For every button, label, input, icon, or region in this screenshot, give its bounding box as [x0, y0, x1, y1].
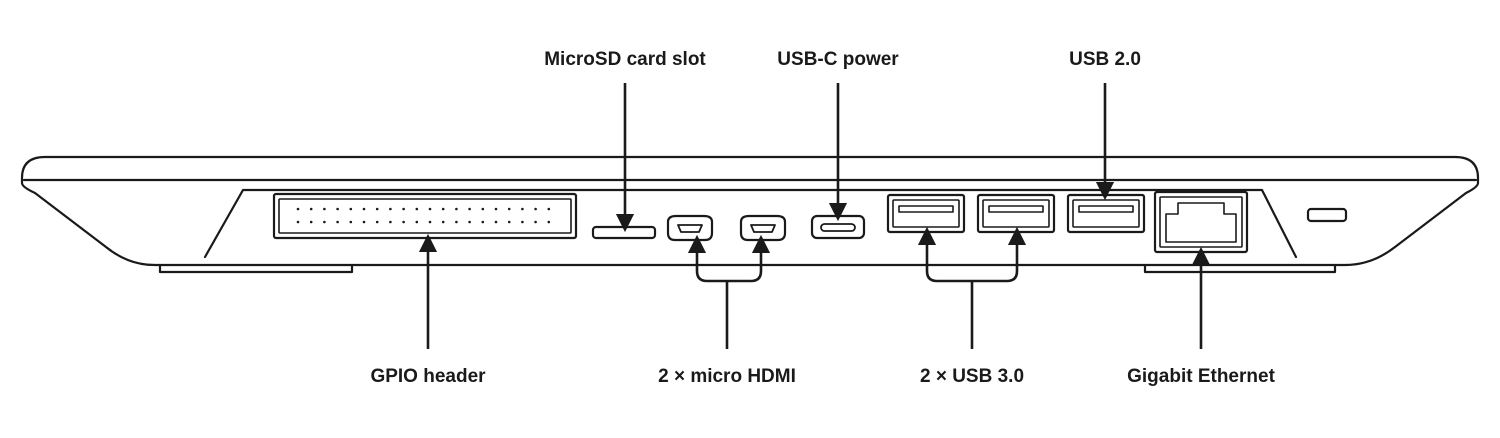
gpio-pin: [375, 220, 379, 224]
gpio-pin: [415, 220, 419, 224]
gpio-pin: [362, 220, 366, 224]
gpio-pin: [296, 220, 300, 224]
gpio-header: [272, 192, 578, 240]
gpio-pin: [323, 207, 326, 211]
usb-c-port: [810, 214, 866, 240]
gpio-pin: [428, 220, 432, 224]
label-gpio-header: GPIO header: [370, 366, 486, 387]
gpio-pin: [455, 220, 458, 224]
gpio-pin: [336, 207, 339, 211]
gpio-pin: [309, 207, 313, 211]
microsd-slot: [591, 225, 657, 240]
ethernet-port: [1153, 190, 1249, 254]
port-bezel: [203, 188, 1298, 259]
gpio-pin: [521, 220, 524, 224]
gpio-pin: [481, 207, 485, 211]
label-microsd: MicroSD card slot: [544, 49, 706, 70]
micro-hdmi-port-2: [739, 214, 787, 242]
usb3-port-1: [886, 193, 966, 234]
gpio-pin: [547, 220, 551, 224]
gpio-pin: [389, 207, 392, 211]
gpio-pin: [494, 220, 498, 224]
lock-slot: [1306, 207, 1348, 223]
label-micro-hdmi: 2 × micro HDMI: [658, 366, 796, 387]
gpio-pin: [507, 207, 511, 211]
gpio-pin: [402, 220, 405, 224]
gpio-pin: [534, 207, 537, 211]
gpio-pin: [547, 207, 551, 211]
micro-hdmi-port-1: [666, 214, 714, 242]
leader-hdmi: [687, 234, 771, 349]
left-foot: [158, 263, 354, 274]
gpio-pin: [441, 220, 445, 224]
device-body: [20, 155, 1480, 267]
gpio-pin: [402, 207, 405, 211]
leader-usb3: [917, 226, 1027, 349]
gpio-pin: [521, 207, 524, 211]
gpio-pin: [468, 220, 471, 224]
gpio-pin: [336, 220, 339, 224]
label-usb-c-power: USB-C power: [777, 49, 899, 70]
gpio-pin: [296, 207, 300, 211]
gpio-pin: [534, 220, 537, 224]
usb2-port: [1066, 193, 1146, 234]
gpio-header-inner: [278, 198, 572, 234]
gpio-pin: [349, 220, 353, 224]
gpio-pin: [428, 207, 432, 211]
label-usb3: 2 × USB 3.0: [919, 366, 1025, 387]
gpio-pin: [309, 220, 313, 224]
gpio-pin: [481, 220, 485, 224]
gpio-pin: [441, 207, 445, 211]
gpio-pin: [507, 220, 511, 224]
label-usb2: USB 2.0: [1069, 49, 1141, 70]
gpio-pin: [455, 207, 458, 211]
gpio-pin: [349, 207, 353, 211]
gpio-pins: [296, 207, 551, 224]
gpio-pin: [362, 207, 366, 211]
gpio-pin: [415, 207, 419, 211]
right-foot: [1143, 263, 1337, 274]
gpio-pin: [389, 220, 392, 224]
gpio-pin: [468, 207, 471, 211]
gpio-pin: [323, 220, 326, 224]
label-gigabit-ethernet: Gigabit Ethernet: [1127, 366, 1275, 387]
usb3-port-2: [976, 193, 1056, 234]
gpio-pin: [494, 207, 498, 211]
gpio-pin: [375, 207, 379, 211]
